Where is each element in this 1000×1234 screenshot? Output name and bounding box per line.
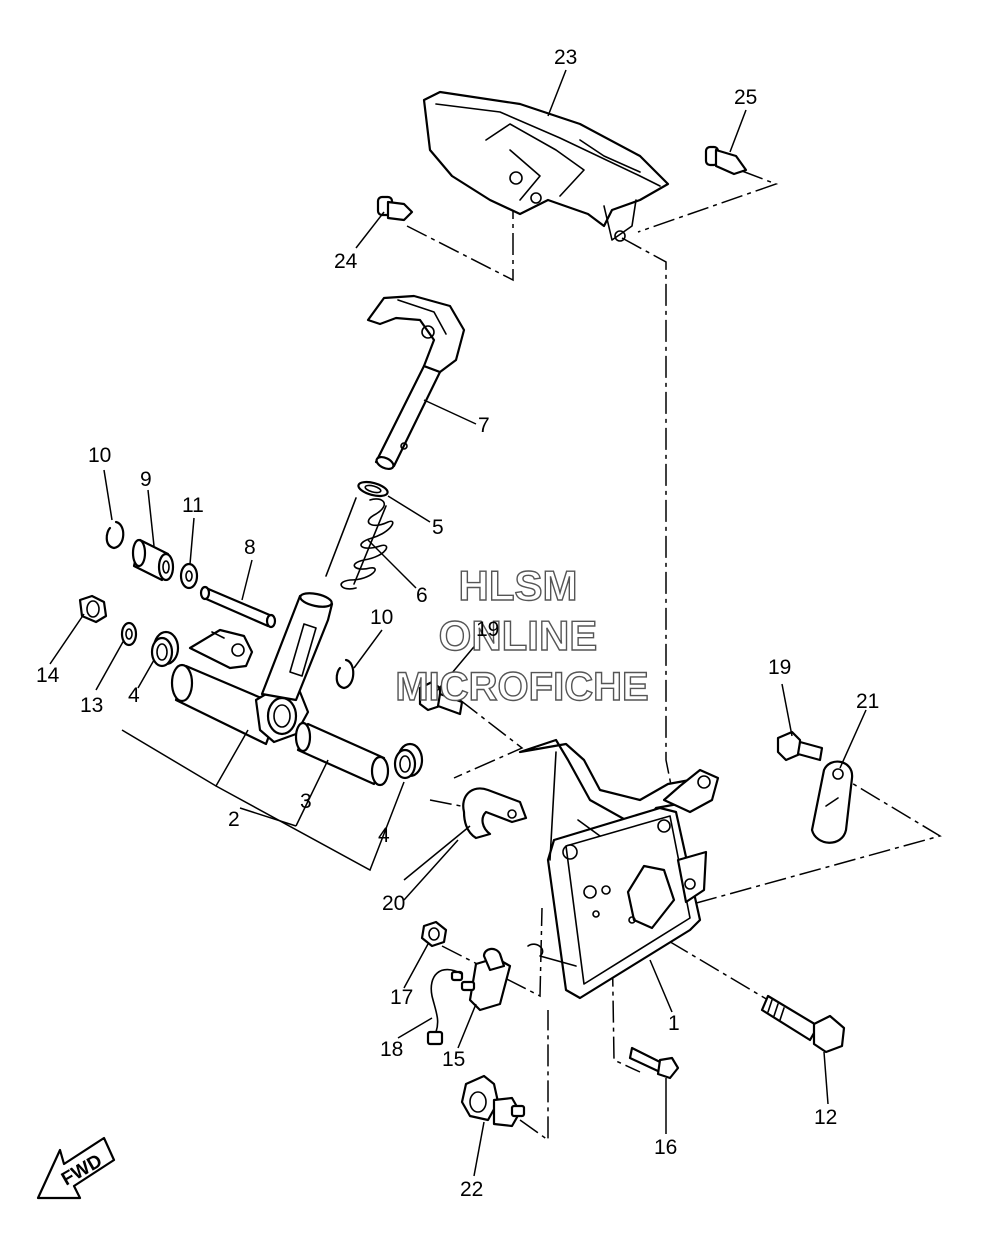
callout-7: 7 <box>478 414 490 437</box>
part-13-washer <box>120 621 138 647</box>
part-15-switch <box>450 947 512 1012</box>
wire-clip <box>527 943 577 967</box>
part-6-spring <box>325 497 394 590</box>
watermark-line-3: MICROFICHE <box>395 665 648 709</box>
part-1-bracket <box>518 738 720 1000</box>
callout-19-right: 19 <box>768 656 791 679</box>
callout-5: 5 <box>432 516 444 539</box>
callout-14: 14 <box>36 664 60 687</box>
part-9-collar <box>131 538 175 582</box>
watermark-line-2: ONLINE <box>439 612 598 659</box>
callout-2: 2 <box>228 808 240 831</box>
callout-3: 3 <box>300 790 312 813</box>
part-25-clip <box>704 145 748 176</box>
part-10-clip-upper <box>105 520 125 550</box>
part-8-pin <box>199 585 277 629</box>
part-22-clamp <box>460 1074 526 1128</box>
part-14-nut <box>78 594 108 624</box>
callout-8: 8 <box>244 536 256 559</box>
watermark: HLSM ONLINE MICROFICHE <box>395 561 650 709</box>
callout-19-left: 19 <box>476 618 499 641</box>
callout-numbers: 23 25 24 7 10 9 11 5 8 6 10 19 14 13 4 1… <box>36 46 879 1201</box>
callout-21: 21 <box>856 690 879 713</box>
watermark-line-1: HLSM <box>459 562 578 609</box>
part-21-plate <box>810 760 854 844</box>
callout-10-lower: 10 <box>370 606 393 629</box>
part-19-bolt-left <box>418 680 464 716</box>
callout-13: 13 <box>80 694 103 717</box>
part-4-bushing-right <box>393 742 424 780</box>
part-11-washer <box>179 562 199 590</box>
part-4-bushing-left <box>150 630 180 668</box>
callout-23: 23 <box>554 46 577 69</box>
leader-lines <box>49 69 867 1177</box>
callout-22: 22 <box>460 1178 483 1201</box>
part-5-washer <box>357 480 389 498</box>
callout-16: 16 <box>654 1136 677 1159</box>
callout-1: 1 <box>668 1012 680 1035</box>
callout-15: 15 <box>442 1048 465 1071</box>
callout-18: 18 <box>380 1038 403 1061</box>
part-19-bolt-right <box>776 730 824 762</box>
part-23-cover <box>422 90 670 242</box>
part-18-wire <box>426 968 463 1046</box>
part-12-bolt <box>760 994 846 1054</box>
part-24-clip <box>376 195 414 222</box>
callout-24: 24 <box>334 250 358 273</box>
callout-10-upper: 10 <box>88 444 111 467</box>
callout-25: 25 <box>734 86 757 109</box>
callout-9: 9 <box>140 468 152 491</box>
callout-11: 11 <box>182 494 204 517</box>
part-7-shift-lever <box>366 294 466 471</box>
callout-20: 20 <box>382 892 405 915</box>
part-3-collar <box>294 721 390 787</box>
callout-17: 17 <box>390 986 413 1009</box>
callout-6: 6 <box>416 584 428 607</box>
callout-4-right: 4 <box>378 824 390 847</box>
part-20-bracket <box>462 787 528 840</box>
part-17-nut <box>420 920 448 948</box>
part-10-clip-lower <box>335 658 355 690</box>
part-16-screw <box>628 1046 680 1080</box>
callout-12: 12 <box>814 1106 837 1129</box>
callout-4-left: 4 <box>128 684 140 707</box>
fwd-arrow: FWD <box>36 1136 116 1200</box>
